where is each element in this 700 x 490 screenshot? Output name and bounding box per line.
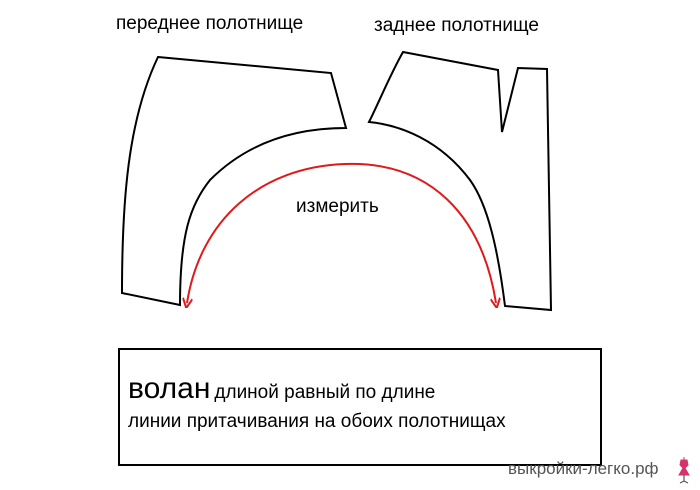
info-line-1-text: длиной равный по длине (214, 382, 436, 403)
front-panel-shape (120, 55, 348, 307)
back-panel-shape (367, 50, 553, 312)
dress-form-icon (678, 457, 690, 484)
back-panel-label: заднее полотнище (374, 15, 539, 36)
watermark-text: выкройки-легко.рф (508, 459, 659, 478)
measure-label: измерить (296, 196, 379, 217)
info-line-2: линии притачивания на обоих полотнищах (128, 411, 506, 432)
measurement-arrow (187, 162, 496, 303)
info-keyword: волан (128, 372, 211, 405)
front-panel-label: переднее полотнище (116, 13, 304, 34)
